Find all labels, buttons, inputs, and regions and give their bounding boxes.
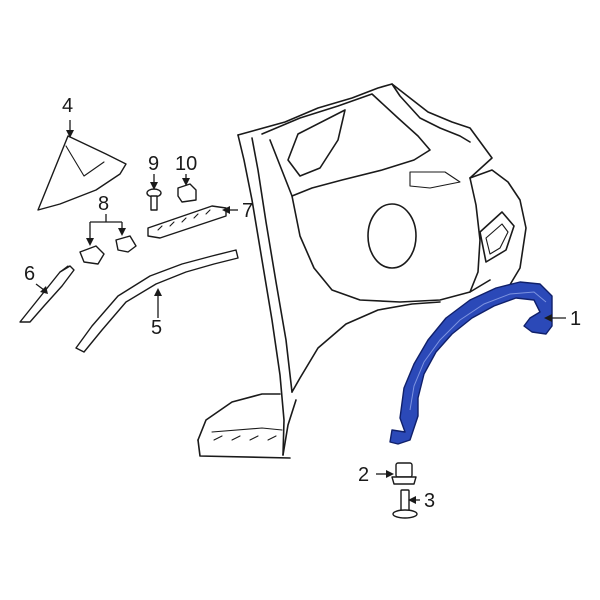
- part-6-pillar-trim: [19, 265, 75, 323]
- callout-6: 6: [24, 263, 35, 285]
- callout-10: 10: [175, 153, 197, 175]
- part-5-molding: [75, 249, 239, 353]
- part-10-retainer: [177, 183, 197, 203]
- part-8-clips: [79, 235, 137, 265]
- callout-5: 5: [151, 317, 162, 339]
- part-9-screw: [146, 188, 162, 211]
- callout-4: 4: [62, 95, 73, 117]
- part-2-clip: [391, 462, 417, 485]
- callout-9: 9: [148, 153, 159, 175]
- part-7-garnish: [147, 205, 227, 239]
- part-3-rivet: [392, 489, 418, 519]
- part-4-triangle-trim: [37, 135, 127, 211]
- part-1-wheel-opening-molding: [389, 281, 553, 445]
- callout-2: 2: [358, 464, 369, 486]
- quarter-panel: [197, 83, 527, 459]
- callout-3: 3: [424, 490, 435, 512]
- callout-8: 8: [98, 193, 109, 215]
- callout-1: 1: [570, 308, 581, 330]
- leader-lines: [35, 120, 566, 504]
- callout-7: 7: [242, 200, 253, 222]
